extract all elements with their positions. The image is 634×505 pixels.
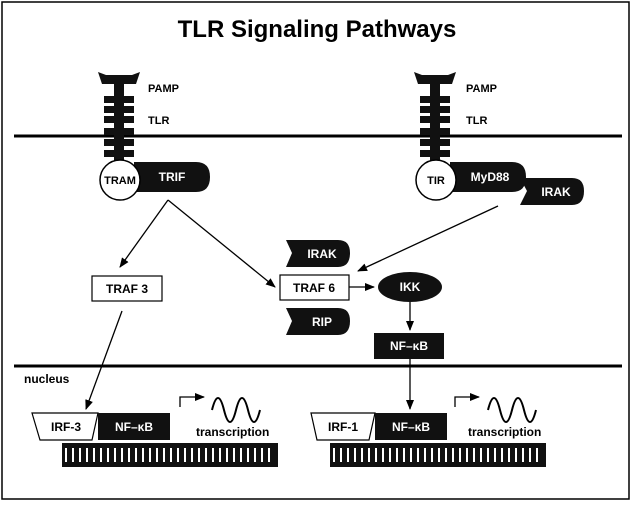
mrna-left — [211, 397, 261, 423]
tlr-label-left: TLR — [148, 115, 169, 127]
tir-label: TIR — [427, 175, 445, 187]
tss-arrow-left — [179, 393, 205, 407]
traf3-box — [91, 275, 163, 302]
irak-top-label: IRAK — [307, 247, 337, 261]
nucleus-right-complex: IRF-1 NF–κB transcription — [310, 393, 546, 467]
nucleus-label: nucleus — [24, 372, 70, 386]
myd88-label: MyD88 — [471, 170, 510, 184]
tram-adaptor — [99, 159, 141, 201]
pamp-label-left: PAMP — [148, 83, 179, 95]
right-receptor: PAMP TLR MyD88 TIR IRAK — [414, 72, 584, 205]
nfkb-cyto-box — [374, 333, 444, 359]
dna-left-rungs — [65, 448, 270, 462]
mrna-right — [487, 397, 537, 423]
arrow-trif-traf3 — [119, 199, 169, 268]
nfkb-nuc-left-label: NF–κB — [115, 420, 153, 434]
tir-adaptor — [415, 159, 457, 201]
irak-kinase-right — [520, 178, 584, 205]
irf3-label: IRF-3 — [51, 420, 81, 434]
nfkb-nuc-left-box — [98, 413, 170, 440]
rip-node — [286, 308, 350, 335]
traf3-label: TRAF 3 — [106, 282, 148, 296]
rip-label: RIP — [312, 315, 332, 329]
irf1-label: IRF-1 — [328, 420, 358, 434]
arrow-myd88-traf6 — [357, 205, 499, 272]
trif-adaptor — [134, 162, 210, 192]
pamp-label-right: PAMP — [466, 83, 497, 95]
tlr-stalk-right — [430, 84, 440, 164]
ikk-node — [378, 272, 442, 302]
pamp-ligand-left — [98, 72, 140, 84]
myd88-adaptor — [450, 162, 526, 192]
tss-arrow-right — [454, 393, 480, 407]
nfkb-nuc-right-label: NF–κB — [392, 420, 430, 434]
arrow-traf3-irf3 — [85, 310, 123, 410]
nfkb-nuc-right-box — [375, 413, 447, 440]
irf3-box — [31, 412, 99, 441]
tlr-label-right: TLR — [466, 115, 487, 127]
nucleus-left-complex: IRF-3 NF–κB transcription — [31, 393, 278, 467]
irak-top — [286, 240, 350, 267]
traf6-box — [279, 274, 350, 301]
ikk-label: IKK — [400, 280, 421, 294]
tlr-stalk-left — [114, 84, 124, 164]
nfkb-cyto-label: NF–κB — [390, 339, 428, 353]
page-title: TLR Signaling Pathways — [178, 16, 457, 43]
traf6-label: TRAF 6 — [293, 281, 335, 295]
transcription-right: transcription — [468, 425, 541, 439]
trif-label: TRIF — [159, 170, 186, 184]
dna-right-rungs — [333, 448, 538, 462]
irf1-box — [310, 412, 376, 441]
tram-label: TRAM — [104, 175, 136, 187]
irak-label-right: IRAK — [541, 185, 571, 199]
arrow-trif-traf6 — [167, 199, 276, 288]
left-receptor: PAMP TLR TRIF TRAM — [98, 72, 210, 201]
transcription-left: transcription — [196, 425, 269, 439]
pamp-ligand-right — [414, 72, 456, 84]
